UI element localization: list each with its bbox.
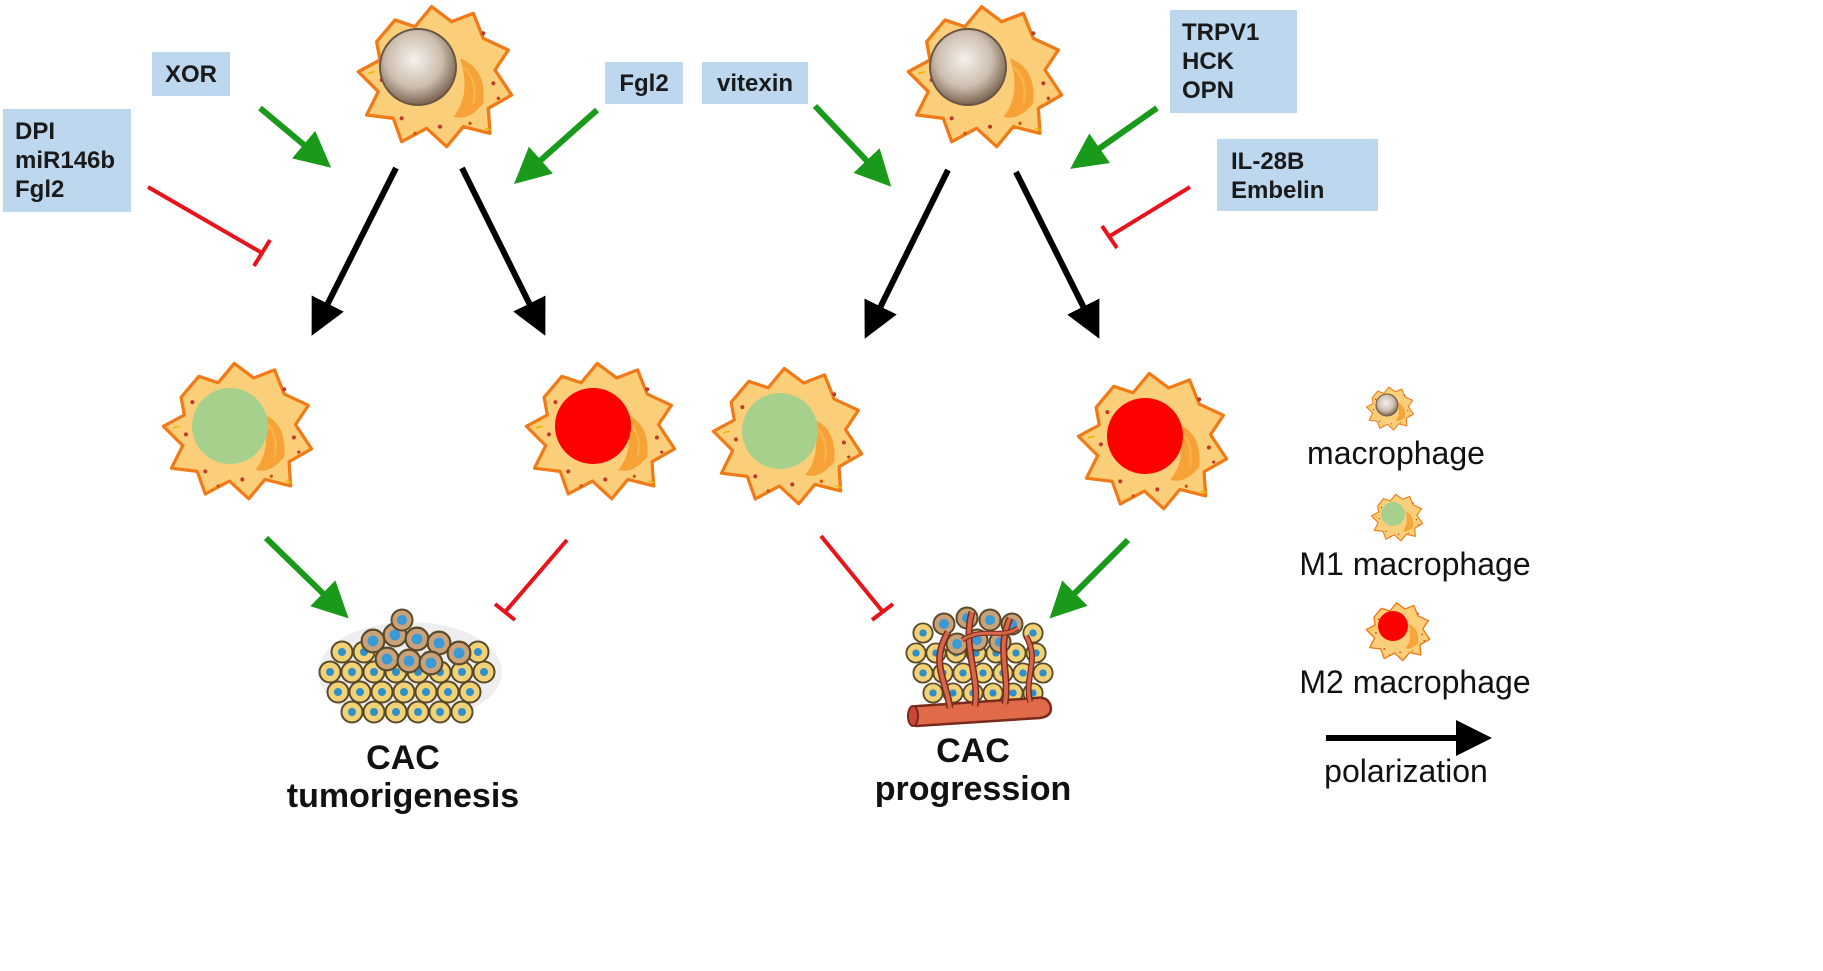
legend-polarization-label: polarization (1324, 753, 1488, 789)
svg-text:TRPV1: TRPV1 (1182, 19, 1259, 46)
svg-text:IL-28B: IL-28B (1231, 148, 1304, 175)
legend: macrophage M1 macrophage M2 macrophage p… (1299, 386, 1531, 789)
svg-text:Fgl2: Fgl2 (619, 70, 668, 97)
fgl2-promote-arrow (514, 107, 599, 184)
vitexin-promote-arrow (812, 103, 892, 187)
vitexin-label: vitexin (702, 62, 808, 104)
macrophage-icon (356, 4, 514, 149)
left-inhibitor-label: DPI miR146b Fgl2 (3, 109, 131, 212)
tumor-cluster-icon (318, 608, 502, 724)
fgl2-label: Fgl2 (605, 62, 683, 104)
m1-macrophage-icon (161, 361, 314, 501)
legend-macrophage-icon (1365, 386, 1415, 431)
xor-label: XOR (152, 52, 230, 96)
m1-macrophage-icon (711, 366, 864, 506)
svg-text:progression: progression (875, 770, 1071, 808)
svg-text:HCK: HCK (1182, 48, 1235, 75)
right-outcome-caption: CAC progression (875, 732, 1071, 808)
svg-text:miR146b: miR146b (15, 147, 115, 174)
xor-promote-arrow (258, 105, 332, 168)
macrophage-icon (906, 4, 1064, 149)
polarize-m2-left-arrow (459, 166, 546, 336)
tumor-with-vessel-icon (905, 606, 1054, 728)
right-promote-arrow (1070, 105, 1159, 169)
svg-text:CAC: CAC (366, 739, 440, 777)
m1-promote-arrow-left (263, 535, 349, 619)
right-inhibitor-label: IL-28B Embelin (1217, 139, 1378, 211)
legend-m1-label: M1 macrophage (1299, 546, 1530, 582)
svg-text:tumorigenesis: tumorigenesis (287, 777, 519, 815)
left-inhibit-arrow (146, 185, 272, 268)
legend-macrophage-label: macrophage (1307, 435, 1485, 471)
polarize-m1-left-arrow (311, 166, 399, 336)
legend-m2-macrophage-icon (1365, 602, 1431, 662)
legend-m1-macrophage-icon (1370, 493, 1424, 542)
svg-text:Fgl2: Fgl2 (15, 176, 64, 203)
right-inhibit-arrow (1100, 185, 1192, 250)
svg-text:vitexin: vitexin (717, 70, 793, 97)
polarize-m2-right-arrow (1013, 170, 1100, 339)
svg-text:XOR: XOR (165, 61, 217, 88)
svg-text:DPI: DPI (15, 118, 55, 145)
m2-promote-arrow-right (1049, 537, 1131, 619)
svg-text:OPN: OPN (1182, 77, 1234, 104)
polarize-m1-right-arrow (864, 168, 951, 339)
svg-text:Embelin: Embelin (1231, 177, 1324, 204)
m2-macrophage-icon (1076, 371, 1229, 511)
left-outcome-caption: CAC tumorigenesis (287, 739, 519, 815)
right-promoter-label: TRPV1 HCK OPN (1170, 10, 1297, 113)
svg-text:CAC: CAC (936, 732, 1010, 770)
m1-inhibit-arrow-right (819, 534, 895, 622)
m2-macrophage-icon (524, 361, 677, 501)
m2-inhibit-arrow-left (493, 538, 569, 622)
legend-m2-label: M2 macrophage (1299, 664, 1530, 700)
